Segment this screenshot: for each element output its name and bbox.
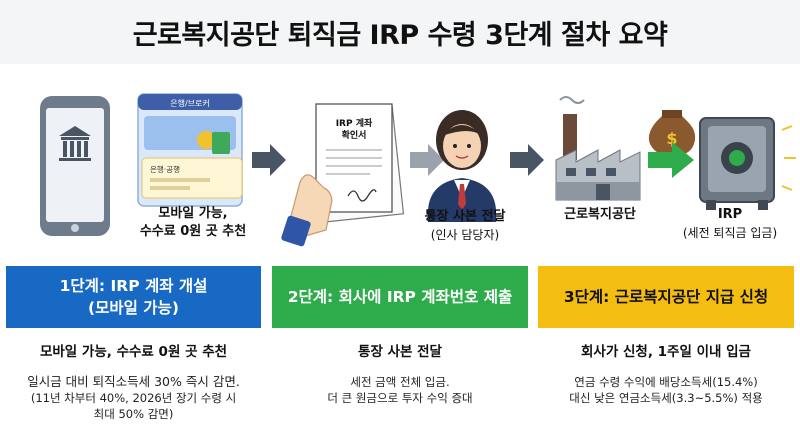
- step2-body-line2: 더 큰 원금으로 투자 수익 증대: [327, 391, 473, 405]
- step3-body: 연금 수령 수익에 배당소득세(15.4%) 대신 낮은 연금소득세(3.3~5…: [538, 374, 794, 406]
- phone-caption-line2: 수수료 0원 곳 추천: [139, 224, 247, 239]
- smartphone-icon: [40, 96, 110, 236]
- title-bar: 근로복지공단 퇴직금 IRP 수령 3단계 절차 요약: [0, 0, 800, 64]
- step3-header-line1: 3단계: 근로복지공단 지급 신청: [563, 288, 769, 306]
- step3-subtitle: 회사가 신청, 1주일 이내 입금: [581, 344, 751, 360]
- phone-caption-line1: 모바일 가능,: [158, 206, 228, 221]
- process-illustration: 은행/브로커 은행·공행 IRP 계좌 확인서: [40, 93, 796, 247]
- step3-header: 3단계: 근로복지공단 지급 신청: [538, 266, 794, 328]
- step1-header-line2: (모바일 가능): [88, 299, 179, 317]
- arrow-right-icon: [510, 144, 544, 176]
- smoke-icon: [559, 96, 585, 104]
- step2-body-line1: 세전 금액 전체 입금.: [350, 375, 450, 389]
- money-bag-icon: $: [648, 110, 696, 156]
- factory-caption: 근로복지공단: [540, 206, 660, 224]
- doc-title-line2: 확인서: [342, 129, 367, 141]
- hr-person-icon: [428, 110, 496, 222]
- coin-icon: [197, 131, 215, 149]
- irp-caption-main: IRP: [717, 207, 743, 222]
- step2-header: 2단계: 회사에 IRP 계좌번호 제출: [272, 266, 528, 328]
- bank-card-small: 은행·공행: [150, 164, 180, 174]
- step2-body: 세전 금액 전체 입금. 더 큰 원금으로 투자 수익 증대: [272, 374, 528, 406]
- bank-icon: [59, 126, 91, 161]
- step3-body-line1: 연금 수령 수익에 배당소득세(15.4%): [574, 375, 758, 389]
- signature-icon: [347, 189, 377, 202]
- cash-icon: [212, 132, 230, 154]
- step1-header: 1단계: IRP 계좌 개설 (모바일 가능): [6, 266, 261, 328]
- person-caption-main: 통장 사본 전달: [424, 209, 506, 224]
- person-subcaption: (인사 담당자): [430, 228, 500, 242]
- document-icon: IRP 계좌 확인서: [315, 103, 405, 223]
- step2-subtitle: 통장 사본 전달: [358, 344, 442, 360]
- step1-body: 일시금 대비 퇴직소득세 30% 즉시 감면. (11년 차부터 40%, 20…: [6, 374, 261, 422]
- step1-header-line1: 1단계: IRP 계좌 개설: [59, 277, 208, 295]
- safe-icon: [699, 117, 796, 210]
- step1-body-line2: (11년 차부터 40%, 2026년 장기 수령 시: [30, 391, 237, 405]
- step1-body-line3: 최대 50% 감면): [93, 407, 174, 421]
- bank-app-card: 은행/브로커 은행·공행: [137, 93, 243, 207]
- arrow-right-icon: [410, 144, 444, 176]
- arrow-right-icon: [648, 142, 694, 178]
- person-caption: 통장 사본 전달 (인사 담당자): [390, 208, 540, 244]
- phone-caption: 모바일 가능, 수수료 0원 곳 추천: [118, 205, 268, 241]
- doc-title-line1: IRP 계좌: [336, 117, 373, 129]
- irp-subcaption: (세전 퇴직금 입금): [682, 226, 778, 240]
- irp-caption: IRP (세전 퇴직금 입금): [665, 206, 795, 242]
- factory-caption-main: 근로복지공단: [564, 207, 636, 222]
- page-title: 근로복지공단 퇴직금 IRP 수령 3단계 절차 요약: [132, 19, 668, 51]
- factory-icon: [555, 96, 641, 201]
- step2-header-line1: 2단계: 회사에 IRP 계좌번호 제출: [287, 288, 513, 306]
- svg-text:$: $: [666, 129, 677, 148]
- step1-body-line1: 일시금 대비 퇴직소득세 30% 즉시 감면.: [27, 374, 240, 389]
- step1-subtitle: 모바일 가능, 수수료 0원 곳 추천: [39, 344, 228, 360]
- hand-icon: [281, 174, 333, 247]
- arrow-right-icon: [252, 144, 286, 176]
- bank-card-header: 은행/브로커: [170, 98, 210, 108]
- step3-body-line2: 대신 낮은 연금소득세(3.3~5.5%) 적용: [569, 391, 763, 405]
